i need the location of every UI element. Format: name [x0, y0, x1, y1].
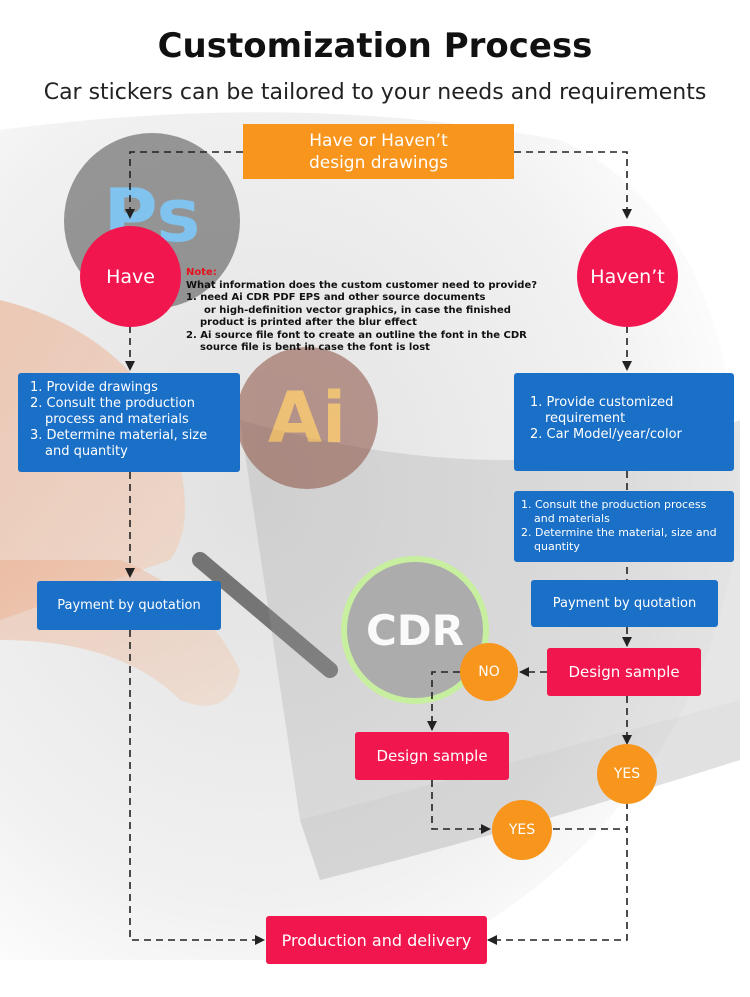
left-step-3: 3. Determine material, size [30, 428, 208, 443]
right-step-1: 1. Provide customized [530, 395, 674, 410]
no-label: NO [478, 664, 500, 680]
havent-node: Haven’t [577, 226, 678, 327]
production-delivery-label: Production and delivery [281, 930, 472, 950]
no-node: NO [460, 643, 518, 701]
note-block: Note: What information does the custom c… [186, 267, 566, 355]
right-payment-label: Payment by quotation [552, 596, 697, 611]
right-payment-box: Payment by quotation [531, 580, 718, 627]
right-consult-2: 2. Determine the material, size and [521, 526, 717, 539]
have-node: Have [80, 226, 181, 327]
yes-mid-node: YES [492, 800, 552, 860]
start-line-1: Have or Haven’t [309, 130, 448, 151]
note-item-1-line-2: or high-definition vector graphics, in c… [204, 304, 511, 316]
note-label: Note: [186, 267, 217, 278]
right-steps-box: 1. Provide customized requirement 2. Car… [514, 373, 734, 471]
note-question: What information does the custom custome… [186, 279, 538, 291]
page-title: Customization Process [157, 26, 593, 66]
start-box: Have or Haven’t design drawings [243, 124, 514, 179]
note-item-1-line-3: product is printed after the blur effect [200, 317, 417, 328]
right-step-2: 2. Car Model/year/color [530, 427, 682, 442]
left-steps-box: 1. Provide drawings 2. Consult the produ… [18, 373, 240, 472]
start-line-2: design drawings [308, 152, 449, 173]
left-step-3-cont: and quantity [45, 444, 128, 459]
coreldraw-logo-text: CDR [365, 605, 465, 655]
left-step-1: 1. Provide drawings [30, 380, 158, 395]
left-payment-label: Payment by quotation [57, 598, 201, 613]
right-step-1-cont: requirement [545, 411, 626, 426]
illustrator-logo-text: Ai [267, 377, 347, 459]
yes-right-label: YES [613, 766, 641, 782]
note-item-2-line-2: source file is bent in case the font is … [200, 342, 430, 353]
mid-design-sample-box: Design sample [355, 732, 509, 780]
right-consult-2-cont: quantity [534, 540, 580, 553]
note-item-1-line-1: 1. need Ai CDR PDF EPS and other source … [186, 292, 486, 303]
yes-mid-label: YES [508, 822, 536, 838]
right-consult-1-cont: and materials [534, 512, 610, 525]
note-item-2-line-1: 2. Ai source file font to create an outl… [186, 329, 527, 341]
page-subtitle: Car stickers can be tailored to your nee… [43, 80, 707, 105]
have-label: Have [106, 265, 155, 288]
right-design-sample-label: Design sample [568, 663, 680, 681]
right-consult-box: 1. Consult the production process and ma… [514, 491, 734, 562]
left-step-2: 2. Consult the production [30, 396, 195, 411]
mid-design-sample-label: Design sample [376, 747, 488, 765]
illustrator-logo: Ai [236, 347, 378, 489]
havent-label: Haven’t [590, 265, 665, 288]
production-delivery-box: Production and delivery [266, 916, 487, 964]
right-design-sample-box: Design sample [547, 648, 701, 696]
yes-right-node: YES [597, 744, 657, 804]
right-consult-1: 1. Consult the production process [521, 498, 707, 511]
left-step-2-cont: process and materials [45, 412, 189, 427]
left-payment-box: Payment by quotation [37, 581, 221, 630]
